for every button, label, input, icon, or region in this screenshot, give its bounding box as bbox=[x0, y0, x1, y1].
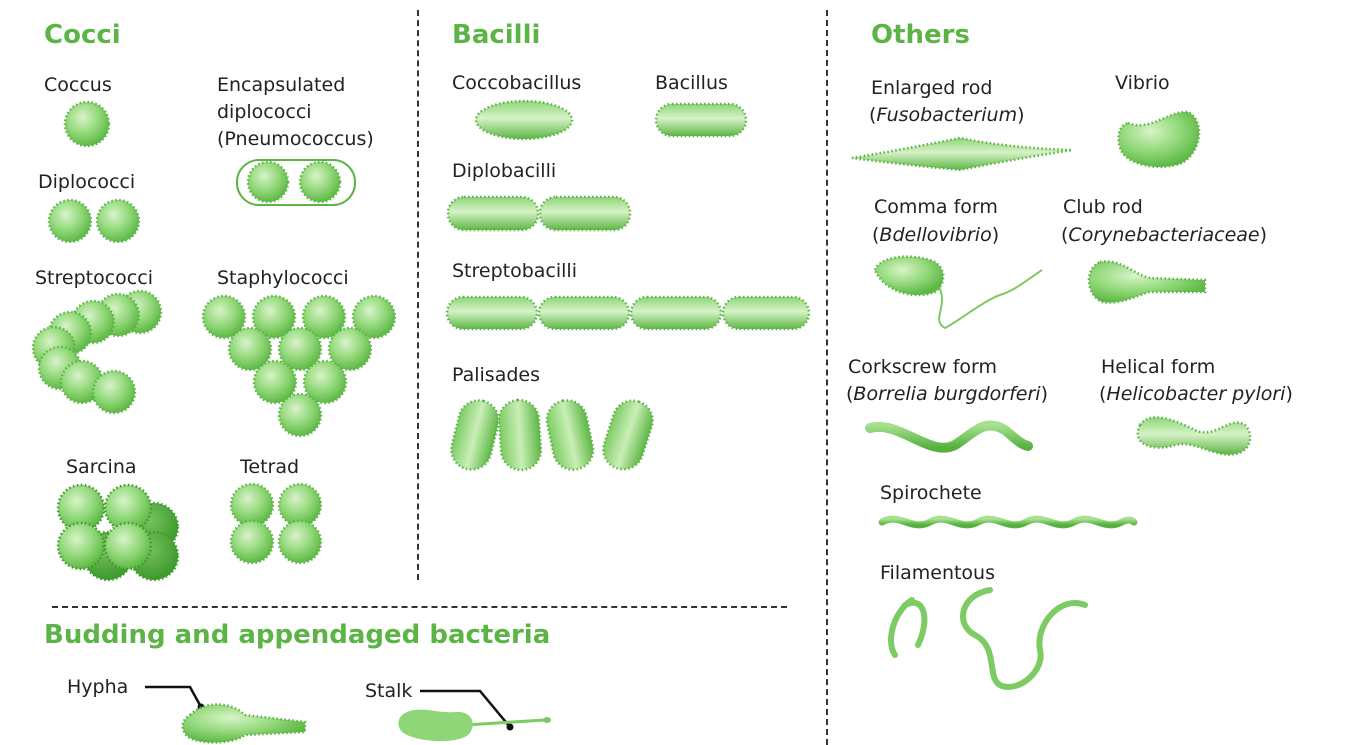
tetrad bbox=[231, 484, 321, 563]
coccobacillus bbox=[476, 101, 572, 139]
comma-form-bdellovibrio bbox=[875, 257, 1042, 328]
staphylococci bbox=[203, 296, 395, 436]
spirochete bbox=[882, 519, 1134, 525]
club-rod bbox=[1089, 261, 1205, 302]
hypha-pointer bbox=[145, 687, 205, 711]
diplococci bbox=[49, 200, 139, 242]
streptobacilli bbox=[447, 297, 809, 329]
diplobacilli bbox=[448, 197, 630, 230]
hypha-cell bbox=[183, 704, 305, 742]
streptococci bbox=[33, 291, 161, 413]
enlarged-rod-fusobacterium bbox=[852, 138, 1072, 170]
palisades bbox=[447, 396, 658, 475]
corkscrew-borrelia bbox=[870, 425, 1028, 447]
sarcina bbox=[58, 485, 178, 580]
helical-helicobacter bbox=[1138, 417, 1250, 454]
coccus-cell bbox=[65, 102, 109, 146]
encapsulated-diplococci bbox=[237, 160, 355, 205]
bacillus bbox=[656, 104, 746, 136]
stalk-cell bbox=[398, 710, 551, 742]
filamentous bbox=[891, 590, 1085, 687]
vibrio bbox=[1119, 112, 1200, 167]
